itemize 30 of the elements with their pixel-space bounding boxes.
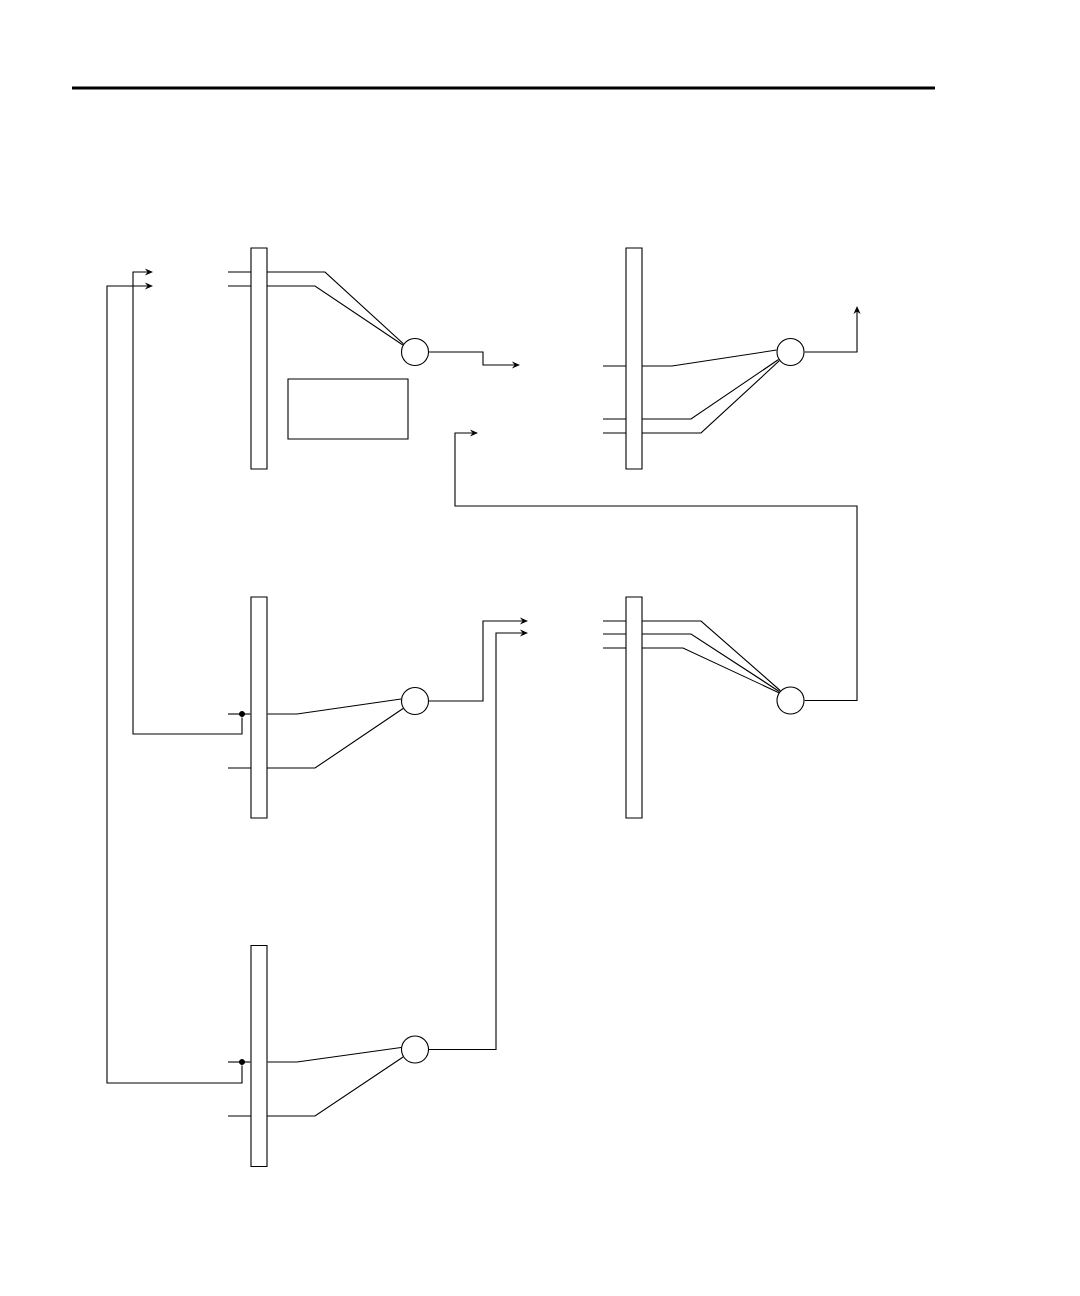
vertical-bar	[250, 944, 268, 1168]
node-circle	[400, 686, 430, 716]
arrow	[428, 629, 528, 1051]
vertical-bar	[625, 247, 643, 470]
connector-line	[602, 647, 780, 694]
connector-line	[602, 358, 780, 420]
connector-line	[227, 1056, 404, 1117]
vertical-bar	[625, 596, 643, 819]
vertical-bar	[250, 247, 268, 470]
connector-line	[267, 698, 402, 715]
rectangle-box	[287, 378, 409, 440]
connector-line	[602, 633, 781, 693]
arrow	[428, 617, 528, 702]
connector-line	[602, 360, 780, 434]
connector-line	[227, 713, 251, 715]
node-circle	[400, 337, 430, 367]
connector-line	[227, 707, 404, 769]
node-circle	[776, 686, 805, 715]
node-circle	[400, 1035, 430, 1064]
arrow	[132, 268, 243, 735]
connector-line	[602, 349, 778, 367]
connector-line	[267, 1047, 402, 1063]
connector-line	[602, 620, 781, 692]
node-circle	[776, 337, 805, 367]
arrow	[106, 282, 243, 1084]
connector-line	[227, 1061, 251, 1063]
connector-line	[227, 271, 405, 345]
connector-line	[227, 285, 404, 346]
arrow	[454, 429, 858, 702]
vertical-bar	[250, 596, 268, 819]
